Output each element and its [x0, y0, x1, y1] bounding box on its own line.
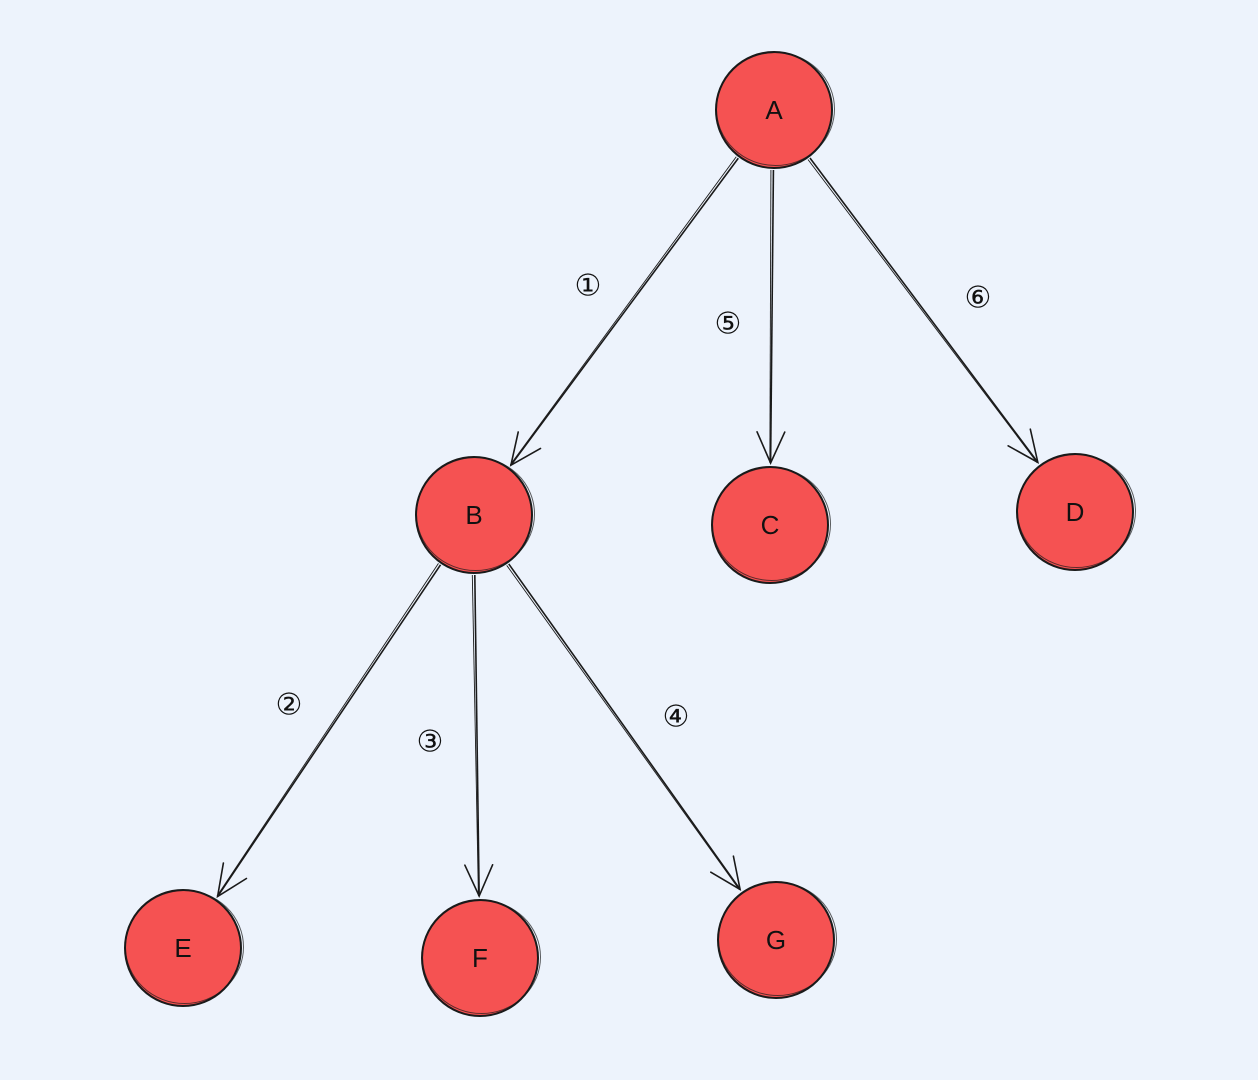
- node-outline-sketch: [125, 890, 244, 1004]
- node-outline-sketch: [712, 467, 831, 581]
- edge-B-G: ④: [506, 563, 742, 892]
- node-label: B: [465, 500, 482, 530]
- node-D: D: [1016, 453, 1136, 571]
- arrow-head: [756, 431, 786, 465]
- node-outline-sketch: [422, 900, 541, 1014]
- node-label: C: [761, 510, 780, 540]
- arrow-head: [464, 863, 494, 898]
- edge-line-sketch: [216, 563, 439, 897]
- nodes-layer: A B C D E F G: [124, 51, 1136, 1017]
- node-outline-sketch: [416, 457, 535, 571]
- node-circle: [711, 466, 829, 584]
- node-E: E: [124, 889, 244, 1007]
- node-circle: [124, 889, 242, 1007]
- node-G: G: [717, 881, 837, 999]
- node-B: B: [415, 456, 535, 574]
- node-outline-sketch: [718, 882, 837, 996]
- edge-line-sketch: [509, 156, 737, 465]
- node-label: G: [766, 925, 786, 955]
- edge-A-B: ①: [509, 156, 739, 467]
- edge-line: [474, 574, 480, 897]
- node-label: F: [472, 943, 488, 973]
- edge-label: ③: [417, 725, 444, 760]
- node-F: F: [421, 899, 541, 1017]
- edge-A-D: ⑥: [807, 157, 1040, 464]
- edge-label: ①: [575, 269, 602, 304]
- edge-line: [508, 563, 741, 890]
- edge-line: [809, 157, 1039, 463]
- edge-label: ④: [663, 700, 690, 735]
- edge-line: [216, 564, 442, 897]
- edge-line: [769, 169, 775, 464]
- node-circle: [1016, 453, 1134, 571]
- edge-line-sketch: [769, 169, 772, 463]
- edge-B-E: ②: [216, 563, 442, 899]
- edge-label: ⑤: [715, 307, 742, 342]
- node-label: D: [1066, 497, 1085, 527]
- node-outline-sketch: [1017, 454, 1136, 568]
- arrow-head: [710, 855, 742, 892]
- edge-line-sketch: [471, 575, 479, 897]
- edge-line-sketch: [807, 159, 1038, 464]
- node-label: E: [174, 933, 191, 963]
- arrow-head: [509, 431, 542, 467]
- arrow-head: [216, 862, 248, 899]
- edge-label: ⑥: [965, 281, 992, 316]
- edge-A-C: ⑤: [715, 169, 786, 465]
- node-circle: [415, 456, 533, 574]
- node-C: C: [711, 466, 831, 584]
- edge-label: ②: [276, 688, 303, 723]
- edge-B-F: ③: [417, 574, 494, 898]
- edge-line: [510, 157, 739, 466]
- arrow-head: [1007, 428, 1040, 464]
- edge-line-sketch: [506, 565, 740, 891]
- node-circle: [715, 51, 833, 169]
- node-label: A: [765, 95, 783, 125]
- edges-layer: ① ② ③ ④ ⑤ ⑥: [216, 156, 1040, 899]
- node-A: A: [715, 51, 835, 169]
- node-circle: [717, 881, 835, 999]
- node-circle: [421, 899, 539, 1017]
- node-outline-sketch: [716, 52, 835, 166]
